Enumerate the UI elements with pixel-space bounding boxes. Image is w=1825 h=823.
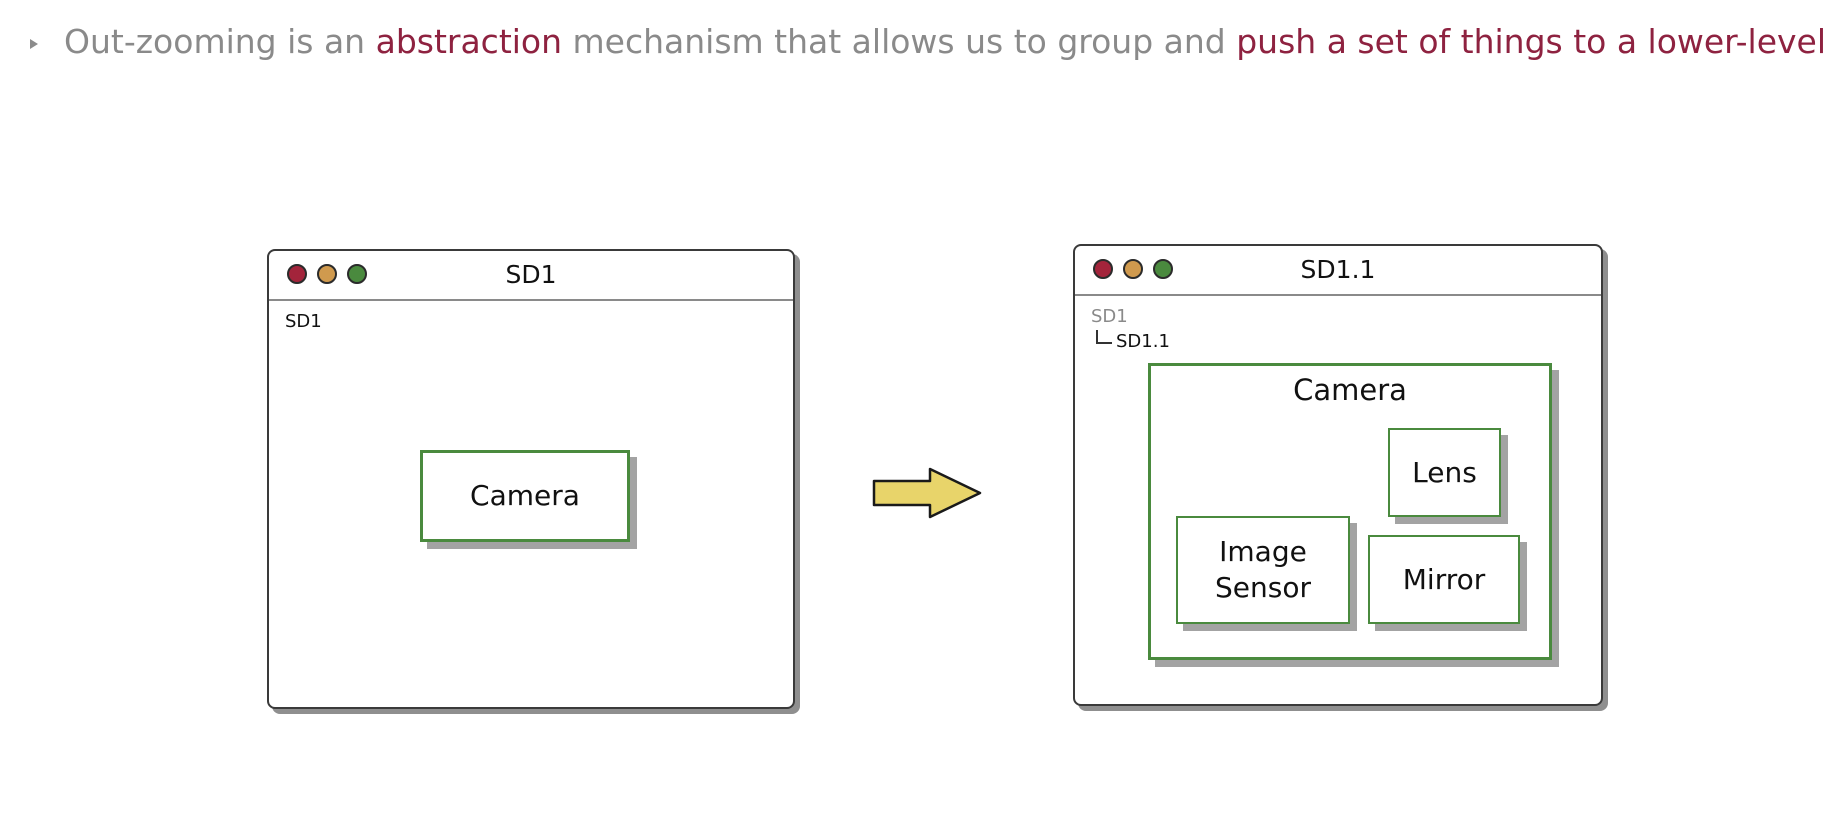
camera-container-label: Camera bbox=[1293, 373, 1407, 407]
close-light-icon[interactable] bbox=[287, 264, 307, 284]
maximize-light-icon[interactable] bbox=[347, 264, 367, 284]
bullet-triangle-icon bbox=[30, 39, 38, 49]
tree-branch-icon bbox=[1096, 330, 1112, 344]
headline-text: Out-zooming is an abstraction mechanism … bbox=[64, 14, 1825, 70]
lens-object[interactable]: Lens bbox=[1388, 428, 1501, 517]
window-title: SD1.1 bbox=[1300, 255, 1376, 284]
breadcrumb-current: SD1.1 bbox=[1116, 331, 1170, 352]
window-title: SD1 bbox=[505, 260, 557, 289]
breadcrumb-parent[interactable]: SD1 bbox=[1091, 306, 1128, 327]
image-sensor-label-line1: Image bbox=[1219, 535, 1307, 568]
sd1-window: SD1 SD1 Camera bbox=[267, 249, 795, 709]
window-titlebar: SD1.1 bbox=[1075, 246, 1601, 296]
right-arrow-icon bbox=[872, 467, 982, 519]
headline-bullet: Out-zooming is an abstraction mechanism … bbox=[0, 14, 1825, 70]
breadcrumb: SD1 bbox=[285, 311, 322, 332]
image-sensor-object[interactable]: Image Sensor bbox=[1176, 516, 1350, 624]
close-light-icon[interactable] bbox=[1093, 259, 1113, 279]
headline-segment: Out-zooming is an bbox=[64, 22, 376, 61]
mirror-object[interactable]: Mirror bbox=[1368, 535, 1520, 624]
sd1-1-window: SD1.1 SD1 SD1.1 Camera Lens Image Sensor… bbox=[1073, 244, 1603, 706]
minimize-light-icon[interactable] bbox=[1123, 259, 1143, 279]
image-sensor-label-line2: Sensor bbox=[1215, 571, 1311, 604]
camera-object[interactable]: Camera bbox=[420, 450, 630, 542]
minimize-light-icon[interactable] bbox=[317, 264, 337, 284]
window-titlebar: SD1 bbox=[269, 251, 793, 301]
headline-highlight: push a set of things to a lower-level OP… bbox=[1236, 22, 1825, 61]
headline-segment: mechanism that allows us to group and bbox=[562, 22, 1237, 61]
maximize-light-icon[interactable] bbox=[1153, 259, 1173, 279]
headline-highlight: abstraction bbox=[375, 22, 563, 61]
